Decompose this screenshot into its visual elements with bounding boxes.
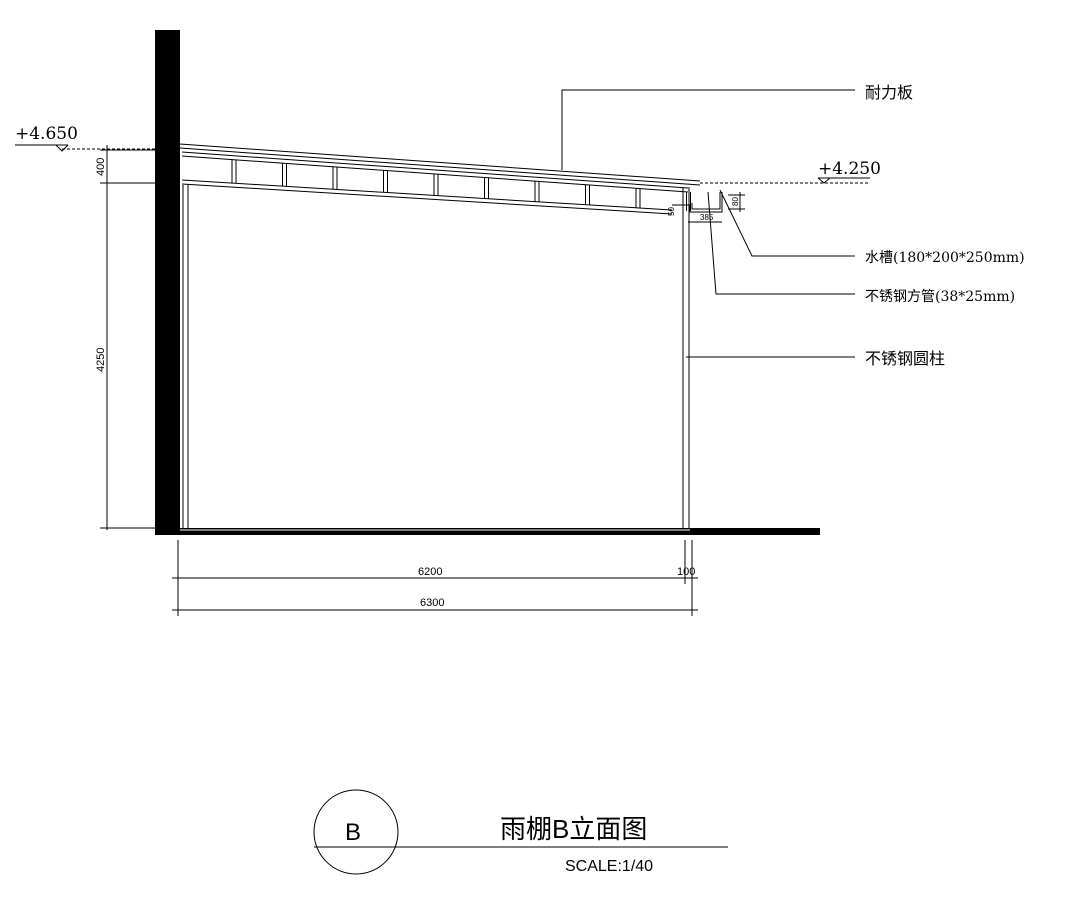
level-top-label: +4.650 [15,124,78,144]
dim-6200: 6200 [418,566,442,578]
dim-400: 400 [95,158,107,176]
dim-100: 100 [677,566,695,578]
level-marker-eave [700,177,870,184]
vertical-dimensions [100,145,180,530]
ground-line [155,528,820,535]
gutter-detail [672,192,745,223]
dim-4250: 4250 [95,348,107,372]
view-marker-circle [313,789,399,875]
columns [182,185,690,528]
label-square-tube: 不锈钢方管(38*25mm) [865,289,1015,305]
leaders [561,89,855,358]
dim-gutter-width: 385 [700,213,714,222]
roof-truss [179,143,701,215]
drawing-scale: SCALE:1/40 [565,858,653,875]
dim-gutter-depth: 80 [731,197,740,206]
level-eave-label: +4.250 [818,159,881,179]
label-gutter: 水槽(180*200*250mm) [865,250,1025,266]
level-marker-top [15,144,155,152]
drawing-title: 雨棚B立面图 [500,814,647,844]
dim-6300: 6300 [420,597,444,609]
wall [155,30,180,535]
horizontal-dimensions [172,540,698,616]
label-panel: 耐力板 [865,83,913,102]
dim-tube: 50 [667,207,676,216]
view-marker-letter: B [345,819,361,846]
label-column: 不锈钢圆柱 [865,349,945,368]
